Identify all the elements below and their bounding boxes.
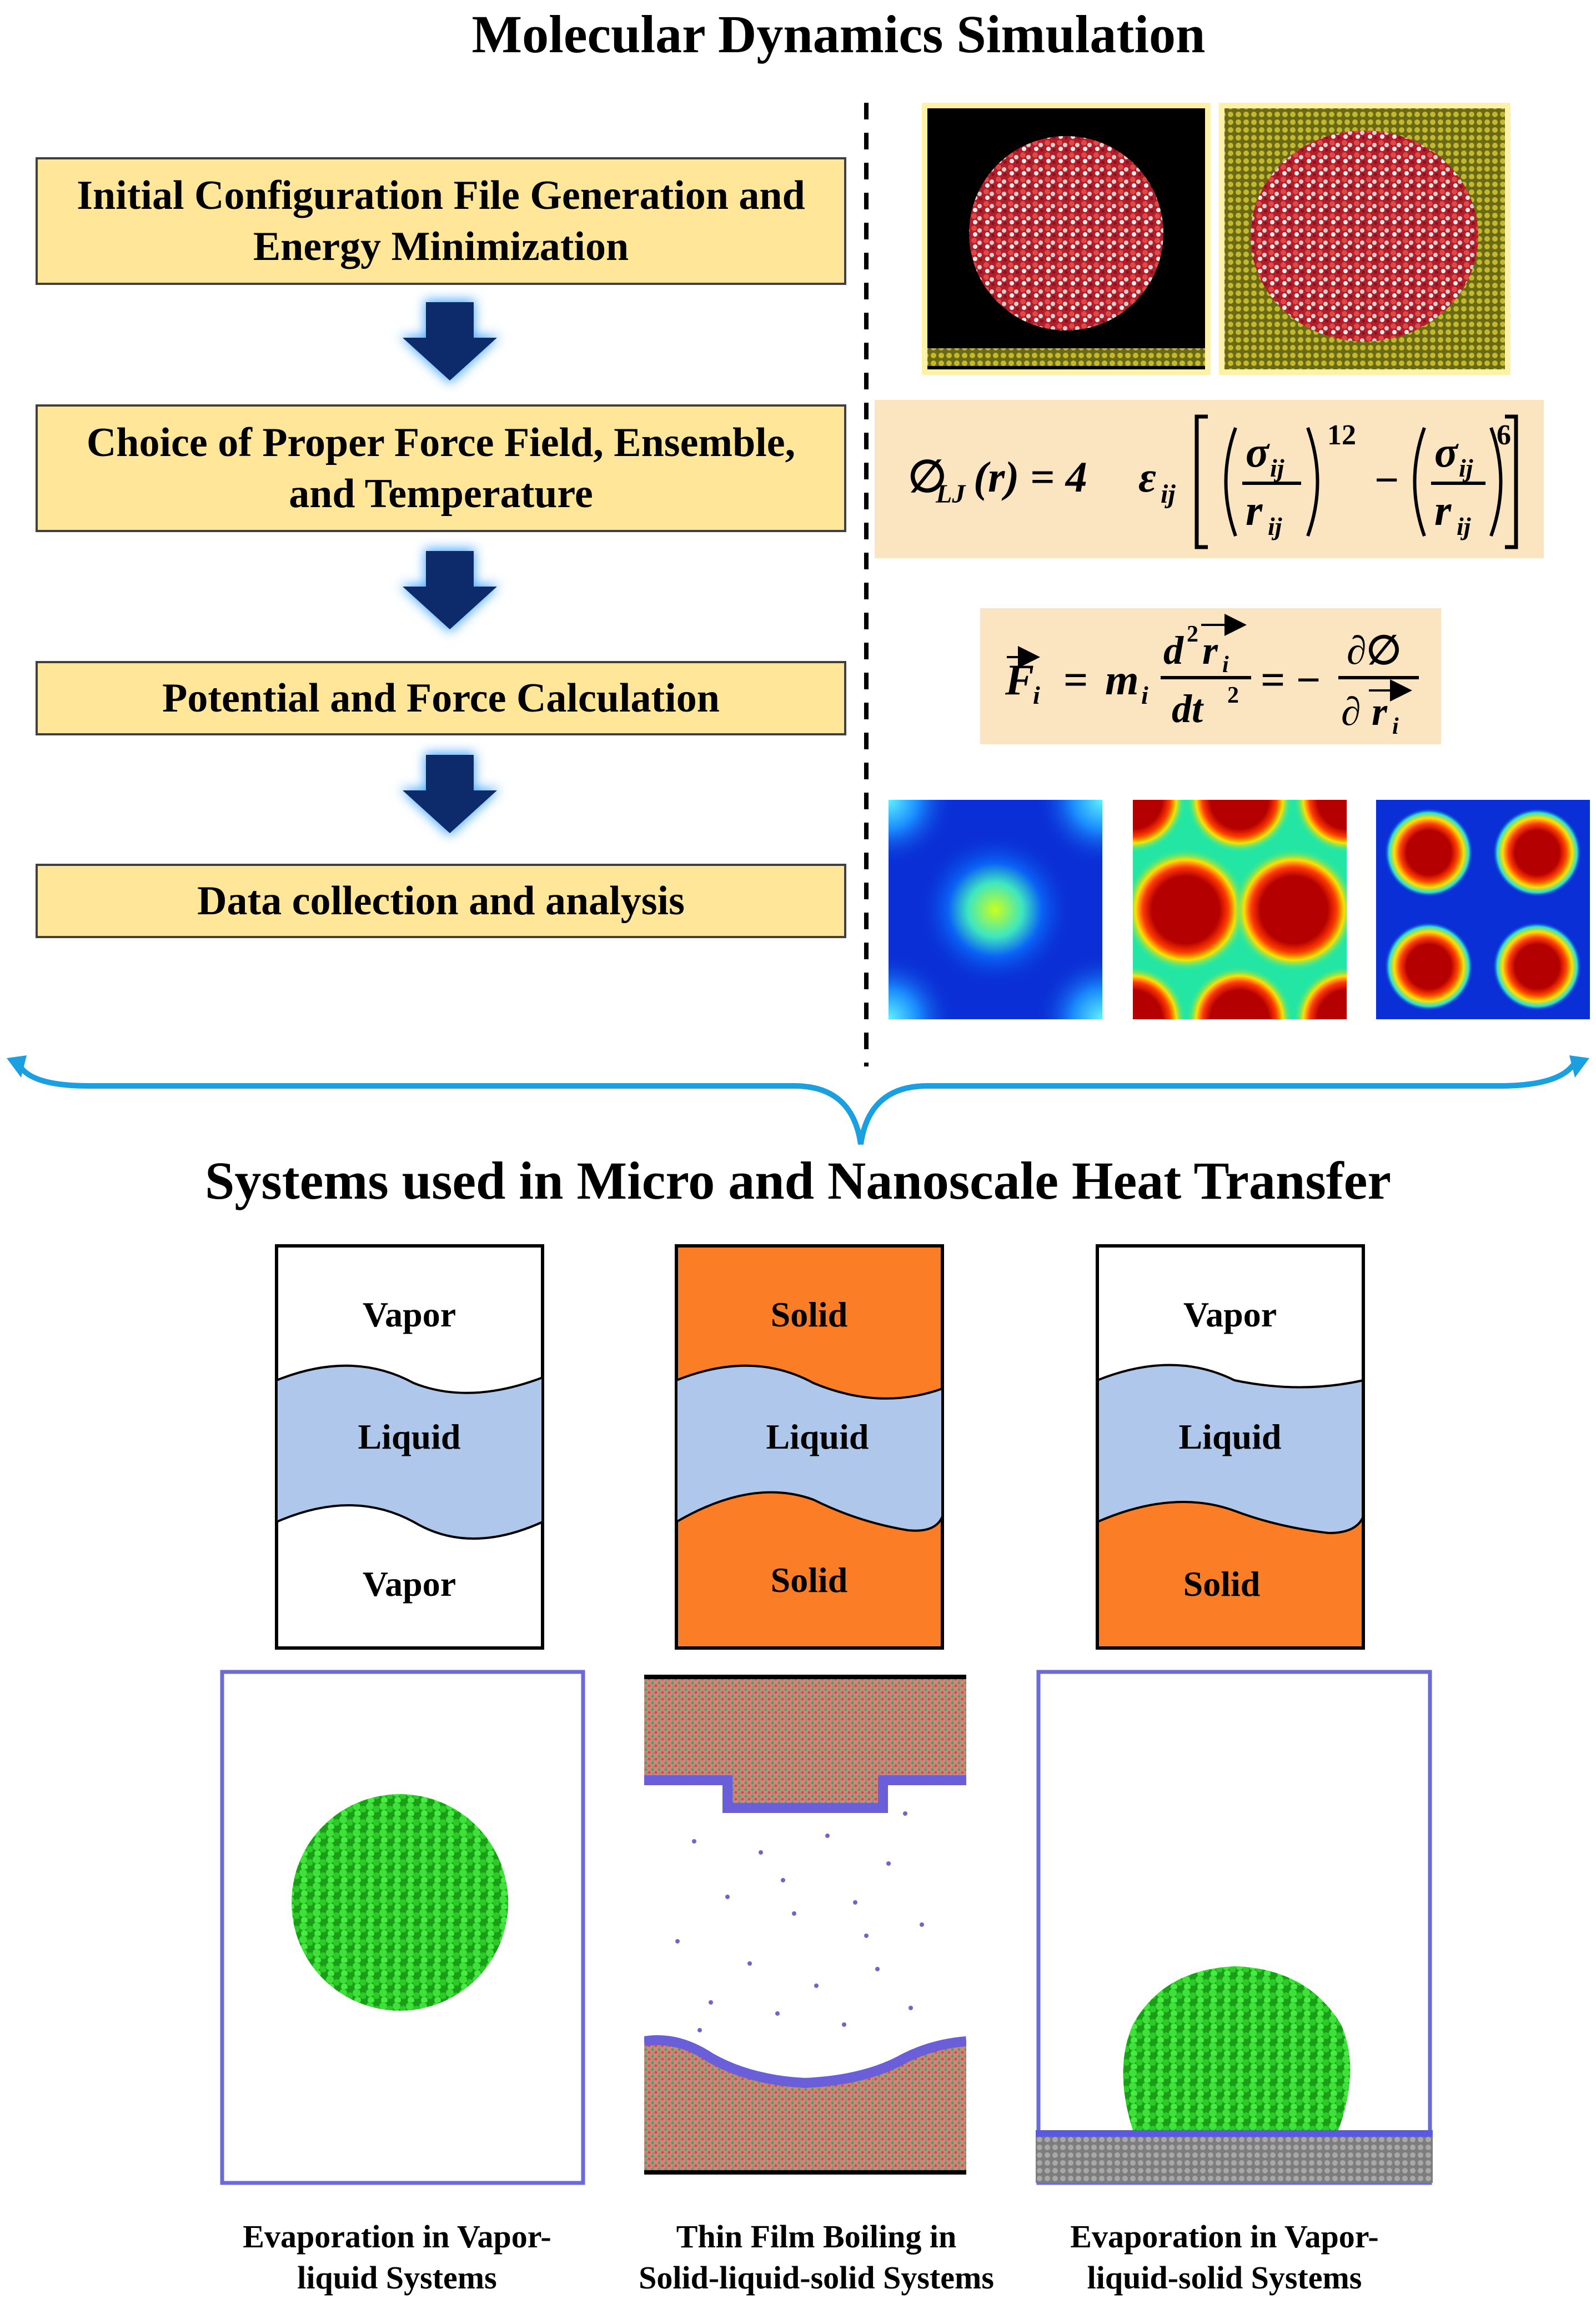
- step-2-line-2: and Temperature: [289, 471, 593, 517]
- eq-newton-r-top: r: [1202, 628, 1218, 673]
- label-vapor-top-1: Vapor: [362, 1295, 456, 1334]
- simulation-vapor-liquid-solid: [1036, 1670, 1433, 2185]
- eq-newton-dphi: ∂∅: [1347, 628, 1401, 673]
- eq-lj-sub: LJ: [935, 479, 966, 509]
- eq-lj-phi: ∅: [908, 453, 947, 502]
- eq-newton-r-top-sub: i: [1222, 652, 1229, 678]
- eq-newton-sq-bottom: 2: [1227, 683, 1239, 708]
- down-arrow-icon: [386, 742, 514, 847]
- step-force-field: Choice of Proper Force Field, Ensemble, a…: [36, 404, 846, 532]
- caption-2-line-2: Solid-liquid-solid Systems: [639, 2260, 994, 2296]
- label-solid-bottom-3: Solid: [1183, 1564, 1261, 1604]
- eq-newton-f-sub: i: [1033, 681, 1040, 709]
- label-liquid-3: Liquid: [1178, 1417, 1282, 1456]
- curly-brace: [7, 1055, 1589, 1145]
- droplet-snapshot-top: [1219, 103, 1510, 375]
- caption-3-line-1: Evaporation in Vapor-: [1070, 2218, 1379, 2255]
- down-arrow-icon: [386, 289, 514, 394]
- label-vapor-bottom-1: Vapor: [362, 1564, 456, 1604]
- eq-newton-r-bottom-sub: i: [1392, 714, 1399, 739]
- down-arrow-icon: [386, 538, 514, 643]
- eq-lj-sigma-1: σ: [1246, 428, 1270, 476]
- density-map-3: [1376, 800, 1590, 1019]
- caption-thin-film-boiling: Thin Film Boiling in Solid-liquid-solid S…: [605, 2216, 1027, 2298]
- eq-lj-sigma-sub-1: ij: [1270, 454, 1284, 482]
- droplet-snapshot-side: [922, 103, 1211, 375]
- eq-lj-sigma-2: σ: [1434, 428, 1459, 476]
- bottom-title: Systems used in Micro and Nanoscale Heat…: [205, 1151, 1391, 1210]
- lennard-jones-equation: ∅ LJ (r) = 4 ε ij σ ij r ij 12 − σ ij r …: [875, 400, 1544, 558]
- label-solid-top-2: Solid: [770, 1295, 848, 1334]
- caption-1-line-2: liquid Systems: [297, 2260, 497, 2296]
- label-liquid-1: Liquid: [358, 1417, 461, 1456]
- eq-newton-m-sub: i: [1141, 681, 1148, 709]
- eq-newton-d: d: [1163, 628, 1184, 673]
- label-vapor-top-3: Vapor: [1183, 1295, 1277, 1334]
- newton-equation: F i = m i d 2 r i dt 2 = − ∂∅ ∂ r i: [980, 608, 1441, 744]
- eq-newton-sq-top: 2: [1187, 622, 1198, 647]
- step-1-line-2: Energy Minimization: [253, 224, 629, 269]
- step-data-collection: Data collection and analysis: [36, 864, 846, 938]
- step-potential-force: Potential and Force Calculation: [36, 661, 846, 735]
- dashed-divider: [864, 103, 869, 1066]
- caption-2-line-1: Thin Film Boiling in: [676, 2218, 957, 2255]
- schematic-vapor-liquid-solid: [1096, 1244, 1365, 1650]
- eq-lj-sigma-sub-2: ij: [1459, 454, 1473, 482]
- step-2-line-1: Choice of Proper Force Field, Ensemble,: [86, 419, 796, 465]
- caption-1-line-1: Evaporation in Vapor-: [243, 2218, 551, 2255]
- top-title: Molecular Dynamics Simulation: [471, 4, 1206, 64]
- eq-newton-dt: dt: [1172, 687, 1204, 731]
- step-1-line-1: Initial Configuration File Generation an…: [77, 172, 805, 218]
- eq-lj-r-sub-1: ij: [1268, 512, 1282, 540]
- eq-lj-minus: −: [1374, 455, 1399, 504]
- eq-newton-minus: = −: [1261, 655, 1321, 704]
- label-liquid-2: Liquid: [766, 1417, 869, 1456]
- eq-lj-r: (r) = 4: [973, 453, 1087, 501]
- eq-lj-r-2: r: [1434, 486, 1452, 534]
- simulation-thin-film-boiling: [644, 1675, 966, 2175]
- eq-lj-epsilon: ε: [1138, 453, 1156, 501]
- eq-lj-r-sub-2: ij: [1457, 512, 1471, 540]
- eq-lj-exp-6: 6: [1497, 419, 1511, 451]
- schematic-vapor-liquid-vapor: [275, 1244, 544, 1650]
- density-map-1: [889, 800, 1102, 1019]
- caption-3-line-2: liquid-solid Systems: [1087, 2260, 1362, 2296]
- eq-newton-dr: ∂: [1341, 689, 1361, 734]
- density-map-2: [1133, 800, 1347, 1019]
- eq-lj-exp-12: 12: [1327, 419, 1356, 451]
- step-3-line-1: Potential and Force Calculation: [162, 675, 720, 721]
- label-solid-bottom-2: Solid: [770, 1560, 848, 1600]
- step-initial-configuration: Initial Configuration File Generation an…: [36, 157, 846, 285]
- simulation-vapor-liquid: [220, 1670, 585, 2185]
- eq-lj-r-1: r: [1246, 486, 1263, 534]
- caption-vapor-liquid: Evaporation in Vapor-liquid Systems: [186, 2216, 608, 2298]
- eq-newton-equals: =: [1063, 655, 1088, 704]
- eq-newton-m: m: [1105, 655, 1139, 704]
- schematic-solid-liquid-solid: [675, 1244, 944, 1650]
- step-4-line-1: Data collection and analysis: [197, 878, 685, 924]
- eq-newton-r-bottom: r: [1372, 689, 1388, 734]
- eq-lj-epsilon-sub: ij: [1161, 479, 1176, 509]
- caption-vapor-liquid-solid: Evaporation in Vapor-liquid-solid System…: [1013, 2216, 1436, 2298]
- eq-newton-f: F: [1005, 655, 1034, 704]
